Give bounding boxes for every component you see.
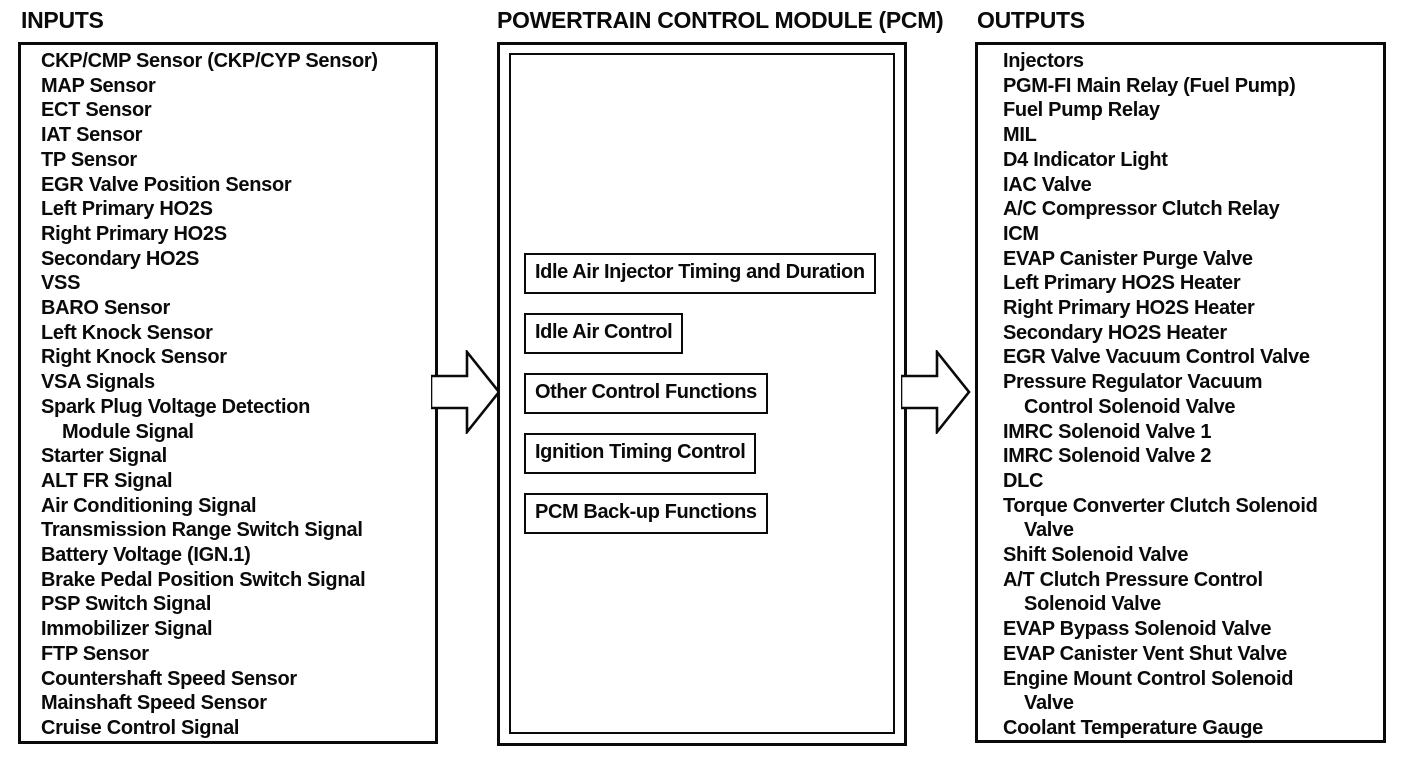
input-item: Brake Pedal Position Switch Signal [41, 568, 366, 591]
output-item: IAC Valve [1003, 173, 1092, 196]
inputs-title: INPUTS [21, 7, 104, 33]
pcm-function-box: Other Control Functions [524, 373, 768, 414]
input-item: Battery Voltage (IGN.1) [41, 544, 251, 567]
output-item: Coolant Temperature Gauge [1003, 716, 1263, 739]
pcm-function-box: Idle Air Control [524, 313, 684, 354]
input-item: Immobilizer Signal [41, 618, 213, 641]
input-item: Spark Plug Voltage Detection Module Sign… [41, 395, 311, 443]
input-item: Cruise Control Signal [41, 716, 240, 739]
input-item: BARO Sensor [41, 297, 170, 320]
pcm-to-outputs-arrow-icon [901, 350, 971, 434]
input-item: CKP/CMP Sensor (CKP/CYP Sensor) [41, 50, 378, 72]
output-item: D4 Indicator Light [1003, 148, 1168, 171]
pcm-function-box: PCM Back-up Functions [524, 493, 768, 534]
input-item: Mainshaft Speed Sensor [41, 692, 267, 715]
input-item: Starter Signal [41, 445, 167, 468]
inputs-box: CKP/CMP Sensor (CKP/CYP Sensor)MAP Senso… [18, 42, 438, 744]
output-item: Injectors [1003, 50, 1084, 72]
output-item: EVAP Canister Purge Valve [1003, 247, 1253, 270]
output-item: IMRC Solenoid Valve 2 [1003, 445, 1212, 468]
output-item: PGM-FI Main Relay (Fuel Pump) [1003, 74, 1296, 97]
pcm-function-box: Idle Air Injector Timing and Duration [524, 253, 876, 294]
output-item: Right Primary HO2S Heater [1003, 297, 1255, 320]
input-item: FTP Sensor [41, 642, 149, 665]
output-item: Torque Converter Clutch Solenoid Valve [1003, 494, 1318, 542]
output-item: EVAP Bypass Solenoid Valve [1003, 618, 1272, 641]
input-item: MAP Sensor [41, 74, 156, 97]
input-item: Transmission Range Switch Signal [41, 519, 363, 542]
input-item: IAT Sensor [41, 124, 143, 147]
input-item: Countershaft Speed Sensor [41, 667, 297, 690]
output-item: IMRC Solenoid Valve 1 [1003, 420, 1212, 443]
input-item: Right Primary HO2S [41, 222, 227, 245]
output-item: MIL [1003, 124, 1037, 147]
output-item: Shift Solenoid Valve [1003, 544, 1189, 567]
output-item: DLC [1003, 469, 1044, 492]
input-item: Air Conditioning Signal [41, 494, 257, 517]
input-item: PSP Switch Signal [41, 593, 212, 616]
outputs-title: OUTPUTS [977, 7, 1085, 33]
input-item: Right Knock Sensor [41, 346, 227, 369]
inputs-list: CKP/CMP Sensor (CKP/CYP Sensor)MAP Senso… [41, 49, 431, 741]
input-item: EGR Valve Position Sensor [41, 173, 292, 196]
pcm-function-box: Ignition Timing Control [524, 433, 757, 474]
input-item: ALT FR Signal [41, 469, 173, 492]
input-item: Left Primary HO2S [41, 198, 213, 221]
output-item: Engine Mount Control Solenoid Valve [1003, 667, 1294, 715]
input-item: ECT Sensor [41, 99, 152, 122]
pcm-title: POWERTRAIN CONTROL MODULE (PCM) [497, 7, 944, 33]
output-item: ICM [1003, 222, 1039, 245]
output-item: Secondary HO2S Heater [1003, 321, 1227, 344]
input-item: VSS [41, 272, 81, 295]
output-item: A/T Clutch Pressure Control Solenoid Val… [1003, 568, 1263, 616]
output-item: Pressure Regulator Vacuum Control Soleno… [1003, 371, 1263, 418]
output-item: A/C Compressor Clutch Relay [1003, 198, 1280, 221]
output-item: EGR Valve Vacuum Control Valve [1003, 346, 1310, 369]
output-item: EVAP Canister Vent Shut Valve [1003, 642, 1288, 665]
output-item: Fuel Pump Relay [1003, 99, 1160, 122]
inputs-to-pcm-arrow-icon [431, 350, 501, 434]
input-item: VSA Signals [41, 371, 155, 394]
input-item: Secondary HO2S [41, 247, 200, 270]
input-item: Left Knock Sensor [41, 321, 213, 344]
output-item: Left Primary HO2S Heater [1003, 272, 1241, 295]
input-item: TP Sensor [41, 148, 137, 171]
